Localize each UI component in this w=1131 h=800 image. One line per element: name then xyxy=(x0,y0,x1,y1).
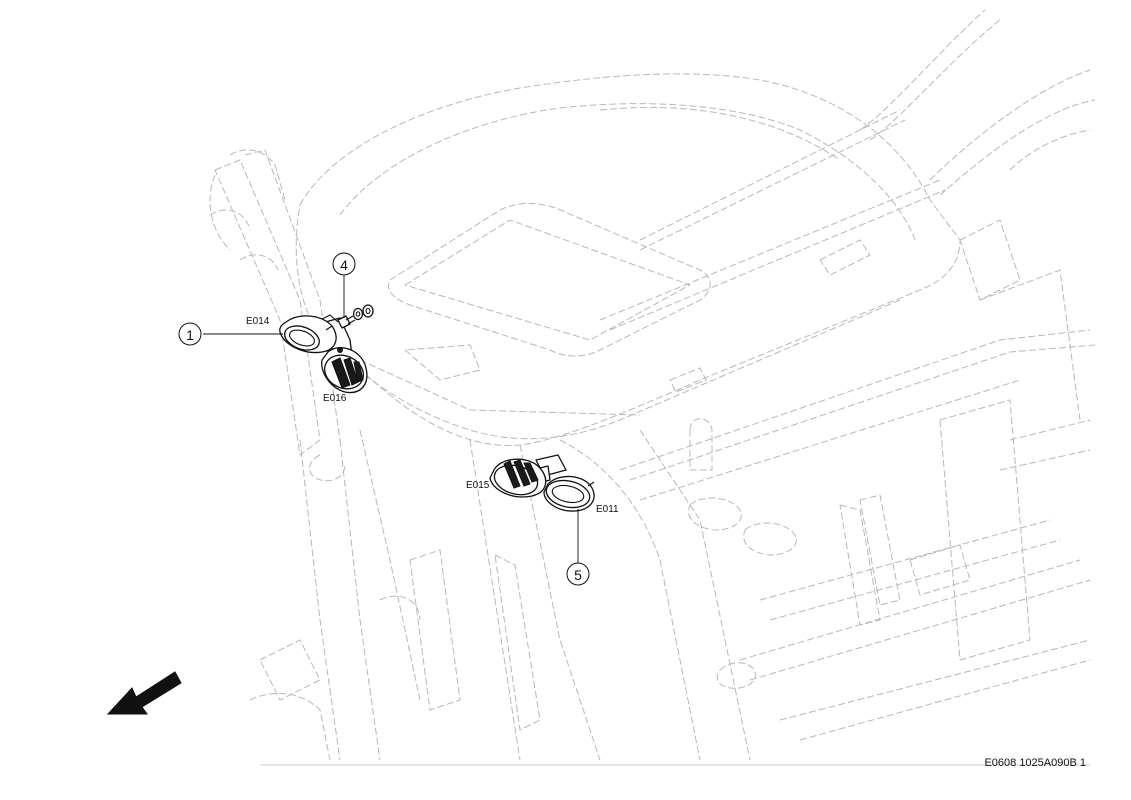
lamp-e011 xyxy=(543,475,595,512)
forward-direction-arrow-icon xyxy=(106,671,182,715)
ref-label-e011: E011 xyxy=(596,504,619,515)
ref-label-e016: E016 xyxy=(323,393,347,404)
ref-label-e015: E015 xyxy=(466,480,490,491)
lamp-e014 xyxy=(279,315,337,354)
work-lamp-assembly-left xyxy=(279,314,368,394)
washer-icon xyxy=(352,307,364,321)
lamp-e015 xyxy=(489,458,547,498)
ref-label-e014: E014 xyxy=(246,316,270,327)
mounting-hardware-set xyxy=(337,304,374,329)
nut-icon xyxy=(362,304,374,318)
bolt-icon xyxy=(337,315,356,329)
lamp-e016 xyxy=(321,347,368,394)
callout-1: 1 xyxy=(178,322,202,346)
callout-5: 5 xyxy=(566,562,590,586)
work-lamp-assembly-right xyxy=(489,454,595,512)
drawing-code: E0608 1025A090B 1 xyxy=(984,757,1086,769)
callout-4-label: 4 xyxy=(340,257,348,273)
callout-4: 4 xyxy=(332,252,356,276)
callout-1-label: 1 xyxy=(186,327,194,343)
leader-lines xyxy=(203,275,579,563)
callout-5-label: 5 xyxy=(574,567,582,583)
